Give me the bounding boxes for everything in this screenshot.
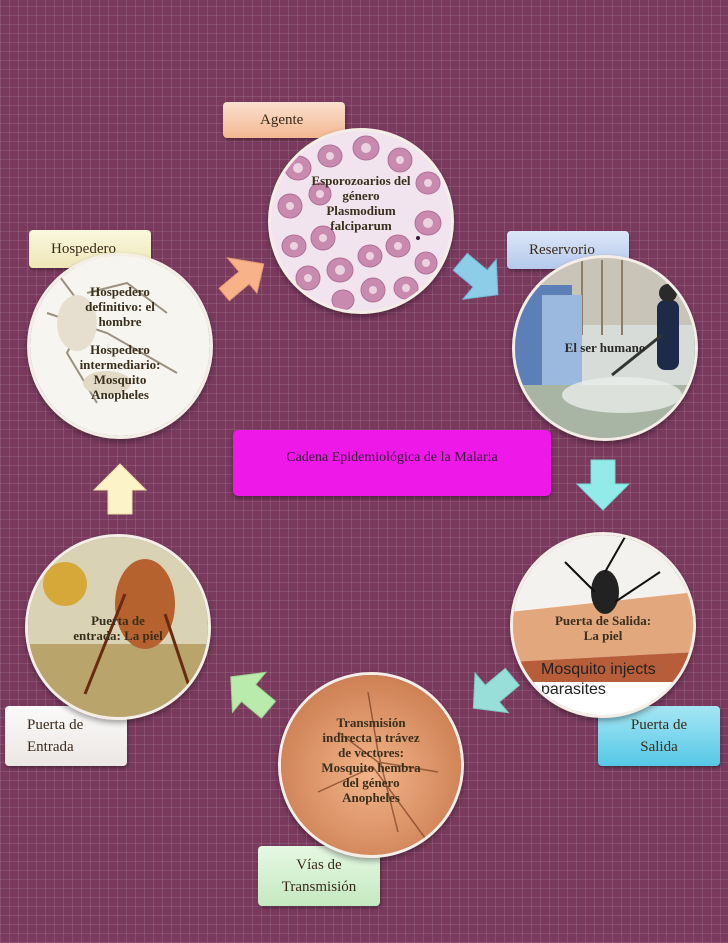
mosquito-skin-image <box>513 535 693 715</box>
mosquito-biting-image <box>281 675 461 855</box>
label-puerta-salida: Puerta de Salida <box>598 706 720 766</box>
vias-circle: Transmisión indirecta a trávez de vector… <box>278 672 464 858</box>
parasites-caption: parasites <box>541 681 606 698</box>
puerta-entrada-circle: Puerta de entrada: La piel <box>25 534 211 720</box>
puerta-entrada-text: Puerta de entrada: La piel <box>73 613 163 643</box>
puerta-salida-text: Puerta de Salida: La piel <box>554 613 652 643</box>
mosquito-injects-caption: Mosquito injects <box>541 661 656 678</box>
arrow-entrada-to-hospedero-icon <box>92 463 148 515</box>
puerta-salida-circle: Puerta de Salida: La piel Mosquito injec… <box>510 532 696 718</box>
arrow-hospedero-to-agente-icon <box>218 257 265 302</box>
arrow-reservorio-to-salida-icon <box>575 459 631 511</box>
mosquito-illustration-image <box>28 537 208 717</box>
mosquito-drawing-image <box>30 256 210 436</box>
arrow-vias-to-entrada-icon <box>230 671 277 719</box>
hospedero-text-definitivo: Hospedero definitivo: el hombre <box>85 284 155 329</box>
hospedero-text-intermediario: Hospedero intermediario: Mosquito Anophe… <box>79 342 161 402</box>
arrow-salida-to-vias-icon <box>472 667 521 714</box>
worker-spraying-image <box>515 258 695 438</box>
arrow-agente-to-reservorio-icon <box>452 252 499 300</box>
vias-text: Transmisión indirecta a trávez de vector… <box>321 715 421 805</box>
agente-text: Esporozoarios del género Plasmodium falc… <box>311 173 411 233</box>
diagram-title: Cadena Epidemiológica de la Malaria <box>233 430 551 496</box>
reservorio-circle: El ser humano <box>512 255 698 441</box>
reservorio-text: El ser humano <box>564 340 646 355</box>
hospedero-circle: Hospedero definitivo: el hombre Hospeder… <box>27 253 213 439</box>
blood-cells-image <box>271 131 451 311</box>
agente-circle: Esporozoarios del género Plasmodium falc… <box>268 128 454 314</box>
